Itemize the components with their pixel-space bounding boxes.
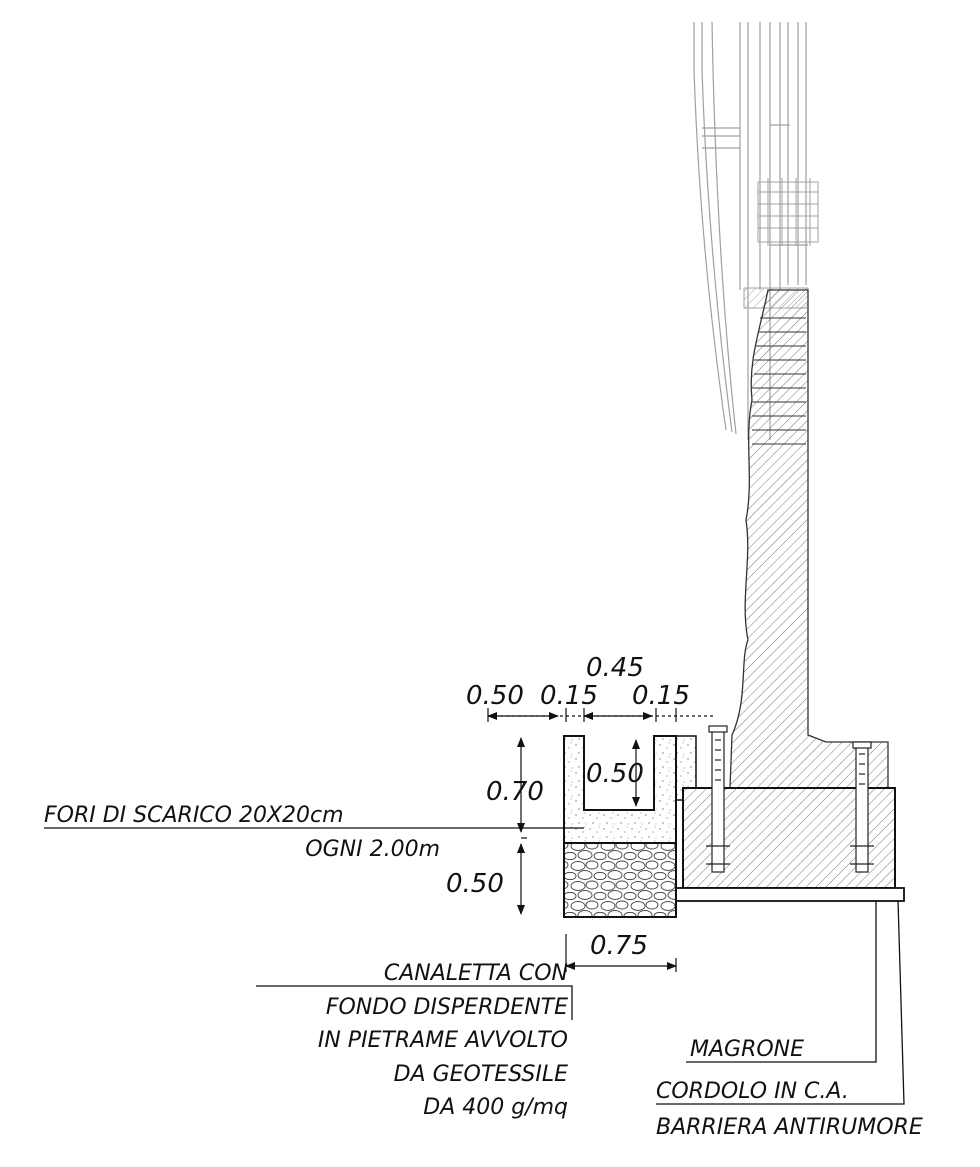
label-channel-1: CANALETTA CON (384, 961, 568, 986)
anchor-bolt-left (706, 725, 730, 873)
dim-top-left: 0.50 (466, 681, 524, 711)
dim-height-lower: 0.50 (446, 869, 504, 899)
label-channel-3: IN PIETRAME AVVOLTO (318, 1028, 568, 1053)
label-drain-holes-1: FORI DI SCARICO 20X20cm (44, 803, 344, 828)
dim-height-upper: 0.70 (486, 777, 544, 807)
dimension-lines (487, 708, 716, 972)
dim-top-total: 0.45 (586, 653, 644, 683)
channel-u-section (563, 735, 677, 844)
wall-ribs (752, 317, 806, 445)
anchor-bolt-right (850, 741, 874, 873)
dim-base-width: 0.75 (590, 931, 648, 961)
dim-top-mid: 0.15 (540, 681, 598, 711)
stone-fill (563, 842, 677, 918)
barrier-bolts-cluster (743, 178, 819, 309)
label-drain-holes-2: OGNI 2.00m (305, 837, 440, 862)
dim-top-right: 0.15 (632, 681, 690, 711)
label-cordolo-1: CORDOLO IN C.A. (656, 1079, 849, 1104)
label-channel-4: DA GEOTESSILE (394, 1062, 568, 1087)
label-channel-2: FONDO DISPERDENTE (326, 995, 568, 1020)
magrone-slab (675, 887, 905, 902)
dim-inner-depth: 0.50 (586, 759, 644, 789)
label-cordolo-2: BARRIERA ANTIRUMORE (656, 1115, 923, 1140)
wall-stem (729, 289, 889, 789)
label-channel-5: DA 400 g/mq (423, 1095, 568, 1120)
label-magrone: MAGRONE (690, 1037, 804, 1062)
leader-lines (44, 827, 905, 1105)
barrier-panel-upper (693, 21, 808, 440)
